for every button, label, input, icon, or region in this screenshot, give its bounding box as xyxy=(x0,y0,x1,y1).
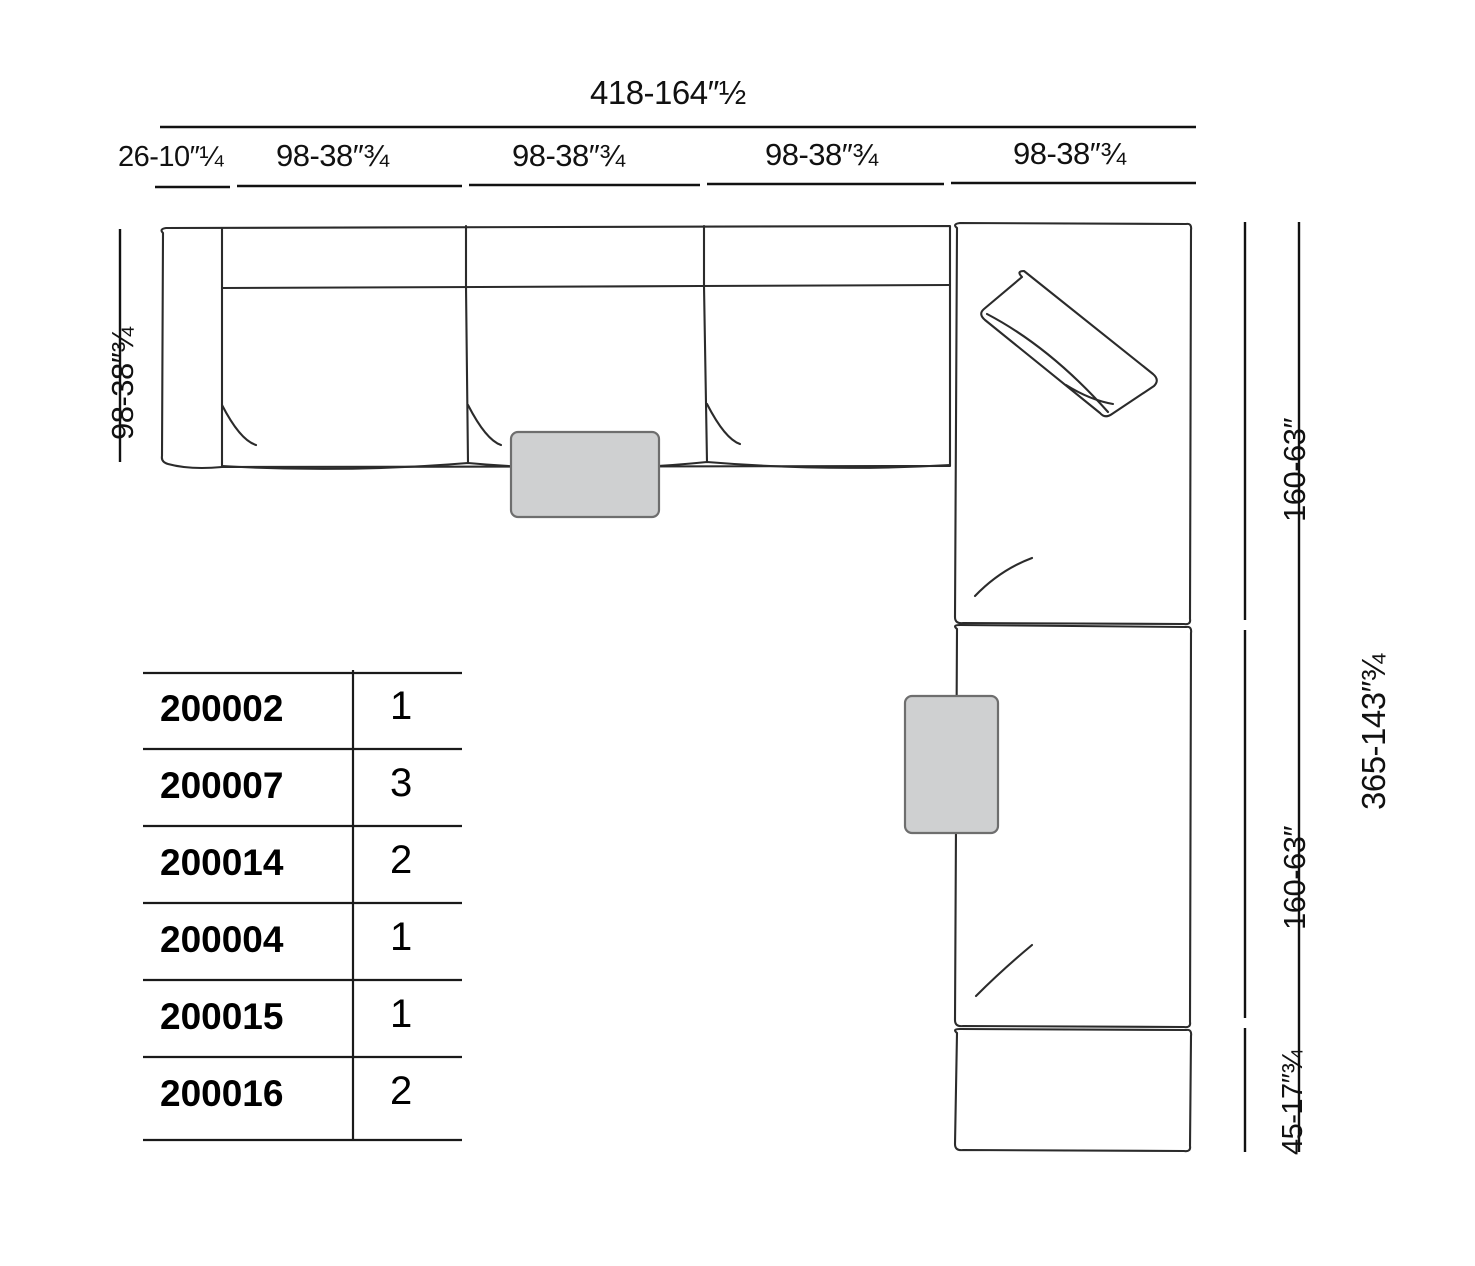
parts-table-row-code: 200016 xyxy=(160,1073,284,1114)
vertical-module-crease-arc xyxy=(974,943,1034,998)
crease-arc-3 xyxy=(705,402,742,446)
right-segment-label-1: 160-63″ xyxy=(1277,417,1312,522)
top-segment-label-4: 98-38″¾ xyxy=(765,137,878,172)
parts-table-row-qty: 1 xyxy=(390,915,413,959)
top-segment-label-5: 98-38″¾ xyxy=(1013,136,1126,171)
parts-table-row-code: 200014 xyxy=(160,842,284,883)
bolster-outline xyxy=(980,269,1158,418)
accessory-table-horizontal xyxy=(509,430,661,519)
left-depth-dimension-label: 98-38″¾ xyxy=(105,327,140,440)
right-total-dimension-label: 365-143″¾ xyxy=(1355,654,1392,810)
parts-table-row-code: 200004 xyxy=(160,919,284,960)
parts-table-row-qty: 1 xyxy=(390,684,413,728)
bolster-inner-seam-1 xyxy=(985,312,1110,414)
accessory-elements xyxy=(509,430,1000,835)
accessory-table-vertical xyxy=(903,694,1000,835)
parts-table-row-code: 200007 xyxy=(160,765,284,806)
crease-arc-1 xyxy=(220,403,258,447)
parts-table-row-code: 200002 xyxy=(160,688,284,729)
parts-table-rules xyxy=(143,670,462,1142)
crease-arc-2 xyxy=(466,403,503,447)
seat-divider-1b xyxy=(464,285,470,465)
right-segment-label-3: 45-17″¾ xyxy=(1277,1049,1309,1155)
top-segment-label-3: 98-38″¾ xyxy=(512,138,625,173)
sofa-end-module xyxy=(953,1027,1193,1153)
sofa-horizontal-run xyxy=(160,224,952,470)
top-segment-label-1: 26-10″¼ xyxy=(118,141,224,173)
top-total-dimension-label: 418-164″½ xyxy=(590,74,746,111)
corner-crease-arc xyxy=(973,556,1034,598)
parts-table-row-code: 200015 xyxy=(160,996,284,1037)
top-segment-label-2: 98-38″¾ xyxy=(276,138,389,173)
vertical-module-outline xyxy=(953,623,1193,1029)
backrest-seam xyxy=(220,283,952,290)
sofa-vertical-module xyxy=(953,623,1193,1029)
parts-table-row-qty: 1 xyxy=(390,992,413,1036)
sofa-corner-module xyxy=(953,221,1193,626)
seat-divider-2b xyxy=(702,284,709,464)
bolster-inner-seam-2 xyxy=(1064,383,1115,406)
parts-table-row-qty: 2 xyxy=(390,838,413,882)
diagonal-bolster-cushion xyxy=(980,269,1158,418)
top-dimension-lines xyxy=(155,125,1196,189)
right-dimension-lines xyxy=(1243,222,1301,1152)
corner-module-outline xyxy=(953,221,1193,626)
right-segment-label-2: 160-63″ xyxy=(1277,825,1312,930)
end-module-outline xyxy=(953,1027,1193,1153)
parts-table-row-qty: 2 xyxy=(390,1069,413,1113)
parts-table-row-qty: 3 xyxy=(390,761,413,805)
